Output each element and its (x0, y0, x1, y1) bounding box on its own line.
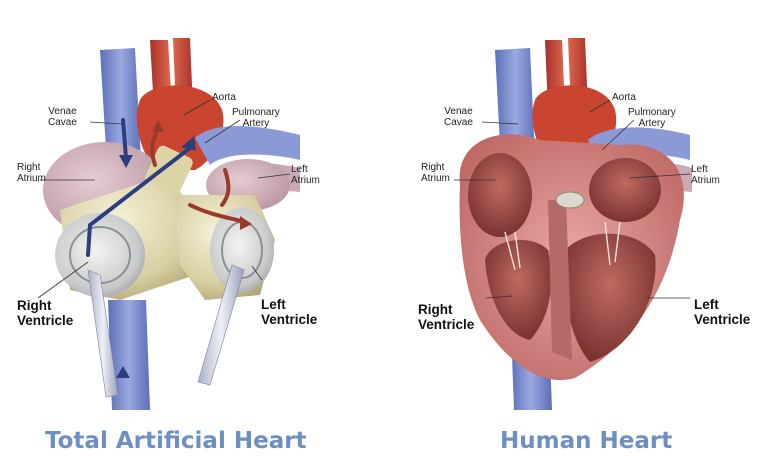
human-heart-illustration (454, 38, 692, 410)
artificial-heart-caption: Total Artificial Heart (45, 428, 307, 454)
deoxygenated-flow-arrow (86, 118, 192, 257)
left-atrium-cavity (589, 158, 661, 222)
artificial-pulmonary-artery-label: Pulmonary Artery (232, 107, 280, 129)
artificial-right-ventricle-label: Right Ventricle (17, 298, 74, 328)
inferior-vena-cava (108, 300, 150, 410)
right-ventricle-cavity (485, 239, 552, 340)
human-heart-caption: Human Heart (500, 428, 673, 454)
pulmonary-arrowhead (181, 136, 196, 151)
artificial-aorta-label: Aorta (212, 92, 236, 103)
septum (548, 200, 572, 360)
right-ventricle-device (55, 145, 205, 300)
right-atrium-cavity (468, 153, 532, 237)
artificial-right-atrium-label: Right Atrium (17, 162, 46, 184)
human-right-ventricle-label: Right Ventricle (418, 302, 475, 332)
left-drive-line (197, 264, 245, 386)
left-ventricle-device (175, 195, 275, 300)
artificial-left-ventricle-label: Left Ventricle (261, 297, 318, 327)
oxygenated-arrowhead (152, 120, 164, 132)
human-venae-cavae-label: Venae Cavae (444, 106, 473, 128)
ivc-arrowhead (116, 366, 130, 378)
artificial-left-atrium-label: Left Atrium (291, 164, 320, 186)
chordae (504, 221, 621, 271)
artificial-leader-lines (37, 99, 291, 299)
artificial-heart-illustration (37, 38, 300, 410)
right-drive-line (87, 269, 119, 398)
human-right-atrium-label: Right Atrium (421, 162, 450, 184)
deoxygenated-arrowhead (119, 155, 133, 168)
aortic-valve (555, 191, 585, 209)
human-aorta-label: Aorta (612, 92, 636, 103)
left-ventricle-cavity (563, 233, 656, 362)
human-left-atrium-label: Left Atrium (691, 164, 720, 186)
pulmonary-artery (195, 125, 300, 165)
human-leader-lines (454, 99, 691, 299)
artificial-venae-cavae-label: Venae Cavae (48, 106, 77, 128)
oxygenated-arrowhead-2 (240, 216, 252, 230)
human-left-ventricle-label: Left Ventricle (694, 297, 751, 327)
human-pulmonary-artery-label: Pulmonary Artery (628, 107, 676, 129)
